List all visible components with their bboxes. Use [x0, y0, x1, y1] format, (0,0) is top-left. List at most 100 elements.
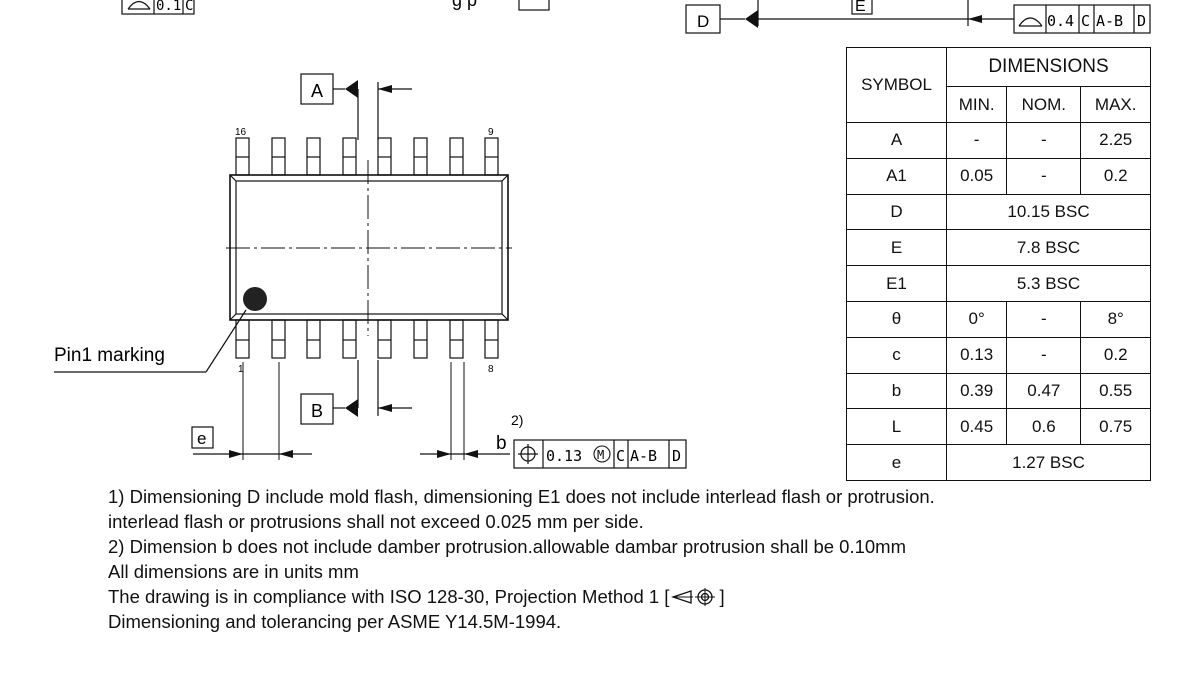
- lead-bottom-2: [271, 319, 286, 359]
- datum-B-label: B: [311, 401, 323, 421]
- tol-value-position-b: 0.13: [546, 447, 582, 465]
- tol-datum-position-3: D: [672, 447, 681, 465]
- table-cell-symbol: E: [846, 229, 947, 267]
- table-cell-min: 0°: [945, 300, 1008, 338]
- lead-top-6: [413, 137, 428, 176]
- tol-value-profile: 0.4: [1047, 12, 1074, 30]
- table-cell-min: 0.05: [945, 157, 1008, 195]
- note-line-4: All dimensions are in units mm: [108, 561, 359, 582]
- table-cell-min: -: [945, 122, 1008, 159]
- table-cell-max: 2.25: [1080, 122, 1151, 159]
- note-line-2: interlead flash or protrusions shall not…: [108, 511, 644, 532]
- datum-A: A: [300, 73, 412, 140]
- table-cell-min: 0.39: [945, 372, 1008, 410]
- lead-bottom-1: [235, 319, 250, 359]
- lead-bottom-3: [306, 319, 321, 359]
- lead-top-3: [306, 137, 321, 176]
- notes: 1) Dimensioning D include mold flash, di…: [108, 484, 1188, 634]
- table-cell-max: 0.2: [1080, 157, 1151, 195]
- datum-E-label: E: [855, 0, 866, 15]
- lead-bottom-7: [449, 319, 464, 359]
- package-body: [226, 160, 512, 336]
- mmc-modifier-icon: [593, 445, 611, 463]
- table-cell-symbol: L: [846, 408, 947, 446]
- lead-top-1: [235, 137, 250, 176]
- note-line-5-suffix: ]: [719, 586, 725, 607]
- tol-modifier-position-b: M: [597, 448, 604, 462]
- symbol-header: SYMBOL: [846, 47, 947, 123]
- lead-top-2: [271, 137, 286, 176]
- table-cell-nom: -: [1006, 157, 1082, 195]
- dim-e-label: e: [197, 429, 206, 448]
- lead-bottom-8: [484, 319, 499, 359]
- flatness-icon: [127, 0, 151, 10]
- dimensions-table: SYMBOL DIMENSIONS MIN. NOM. MAX. A--2.25…: [846, 46, 1151, 481]
- note-line-5-prefix: The drawing is in compliance with ISO 12…: [108, 586, 670, 607]
- lead-top-7: [449, 137, 464, 176]
- table-cell-nom: 0.6: [1006, 408, 1082, 446]
- table-cell-nom: -: [1006, 122, 1082, 159]
- leads: [235, 137, 499, 359]
- subheader-nom: NOM.: [1006, 86, 1082, 123]
- lead-bottom-6: [413, 319, 428, 359]
- tolerance-frame-position-b: 0.13 M C A-B D: [513, 439, 687, 469]
- table-cell-symbol: e: [846, 444, 947, 481]
- tol-datum-profile-3: D: [1137, 12, 1146, 30]
- pin-number-9: 9: [488, 127, 494, 138]
- dimension-D-E: D E: [685, 0, 1014, 34]
- tol-datum-profile-2: A-B: [1096, 12, 1123, 30]
- table-cell-symbol: E1: [846, 265, 947, 302]
- dimension-e: e: [191, 362, 312, 460]
- datum-A-label: A: [311, 81, 323, 101]
- note-line-1: 1) Dimensioning D include mold flash, di…: [108, 486, 935, 507]
- table-cell-min: 0.13: [945, 336, 1008, 374]
- lead-top-4: [342, 137, 357, 176]
- table-cell-bsc: 1.27 BSC: [946, 444, 1151, 481]
- table-cell-symbol: A1: [846, 157, 947, 195]
- datum-B: B: [300, 360, 412, 425]
- pin1-marking-callout: Pin1 marking: [54, 309, 247, 373]
- note-line-5: The drawing is in compliance with ISO 12…: [108, 584, 1188, 609]
- dim-b-note-ref: 2): [511, 412, 523, 428]
- dimensions-header: DIMENSIONS: [946, 46, 1151, 88]
- lead-top-8: [484, 137, 499, 176]
- tolerance-frame-profile: 0.4 C A-B D: [1013, 4, 1151, 34]
- pin1-dot: [243, 287, 267, 311]
- position-icon: [518, 444, 538, 464]
- table-cell-nom: 0.47: [1006, 372, 1082, 410]
- partial-box: [518, 0, 550, 11]
- table-row: A--2.25: [846, 122, 1151, 159]
- table-cell-nom: -: [1006, 336, 1082, 374]
- table-cell-min: 0.45: [945, 408, 1008, 446]
- note-line-3: 2) Dimension b does not include damber p…: [108, 536, 906, 557]
- profile-of-surface-icon: [1018, 17, 1043, 27]
- pin-number-1: 1: [238, 364, 244, 375]
- tolerance-frame-top-left: 0.1 C: [121, 0, 195, 15]
- table-cell-bsc: 7.8 BSC: [946, 229, 1151, 267]
- projection-method-icon: [671, 588, 716, 606]
- table-cell-max: 0.55: [1080, 372, 1151, 410]
- datum-D-label: D: [697, 12, 709, 31]
- subheader-max: MAX.: [1080, 86, 1151, 123]
- table-cell-symbol: θ: [846, 300, 947, 338]
- table-cell-symbol: b: [846, 372, 947, 410]
- table-cell-symbol: c: [846, 336, 947, 374]
- lead-bottom-4: [342, 319, 357, 359]
- table-cell-nom: -: [1006, 300, 1082, 338]
- table-cell-max: 8°: [1080, 300, 1151, 338]
- dim-b-label: b: [496, 433, 507, 454]
- lead-bottom-5: [377, 319, 392, 359]
- subheader-min: MIN.: [945, 86, 1008, 123]
- pin-number-8: 8: [488, 364, 494, 375]
- table-cell-bsc: 5.3 BSC: [946, 265, 1151, 302]
- tol-datum-top-left: C: [185, 0, 193, 14]
- table-header-row: SYMBOL DIMENSIONS: [846, 46, 1151, 123]
- lead-top-5: [377, 137, 392, 176]
